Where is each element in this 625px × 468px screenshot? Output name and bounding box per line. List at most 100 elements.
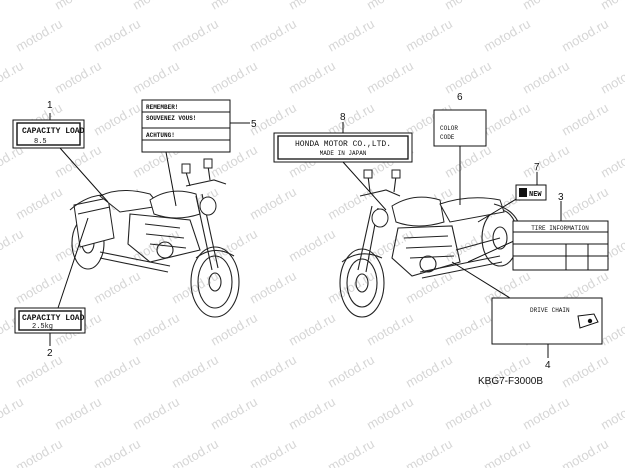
watermark-text: motod.ru [442,58,494,97]
watermark-text: motod.ru [169,352,221,391]
watermark-text: motod.ru [481,436,533,468]
callout-3: 3 [558,192,564,203]
watermark-text: motod.ru [559,352,611,391]
watermark-text: motod.ru [247,436,299,468]
callout-5: 5 [251,119,257,130]
watermark-text: motod.ru [598,0,625,13]
honda-label: HONDA MOTOR CO.,LTD. MADE IN JAPAN [273,132,413,163]
watermark-text: motod.ru [130,58,182,97]
watermark-text: motod.ru [13,16,65,55]
watermark-text: motod.ru [208,310,260,349]
callout-8: 8 [340,112,346,123]
left-motorcycle [69,158,240,318]
callout-6: 6 [457,92,463,103]
callout-2: 2 [47,348,53,359]
color-line-2: CODE [440,134,455,141]
watermark-text: motod.ru [520,142,572,181]
watermark-text: motod.ru [403,436,455,468]
watermark-text: motod.ru [208,0,260,13]
watermark-text: motod.ru [130,394,182,433]
watermark-text: motod.ru [442,142,494,181]
watermark-text: motod.ru [559,184,611,223]
caution-line-2: SOUVENEZ VOUS! [146,115,196,122]
watermark-text: motod.ru [481,16,533,55]
watermark-text: motod.ru [286,0,338,13]
honda-line-2: MADE IN JAPAN [320,150,367,157]
watermark-text: motod.ru [325,352,377,391]
watermark-text: motod.ru [598,394,625,433]
watermark-text: motod.ru [325,16,377,55]
right-motorcycle [339,169,521,318]
watermark-text: motod.ru [598,58,625,97]
watermark-text: motod.ru [559,16,611,55]
new-label: NEW [515,184,547,201]
watermark-text: motod.ru [247,184,299,223]
watermark-text: motod.ru [52,58,104,97]
watermark-text: motod.ru [247,16,299,55]
capacity-load-1-title: CAPACITY LOAD [22,127,85,136]
watermark-text: motod.ru [130,0,182,13]
watermark-text: motod.ru [0,58,26,97]
watermark-text: motod.ru [13,268,65,307]
honda-line-1: HONDA MOTOR CO.,LTD. [295,140,391,149]
watermark-text: motod.ru [0,394,26,433]
watermark-text: motod.ru [52,0,104,13]
capacity-load-2-title: CAPACITY LOAD [22,314,85,323]
watermark-text: motod.ru [520,58,572,97]
diagram-code: KBG7-F3000B [478,376,543,387]
tire-information-label: TIRE INFORMATION [512,220,609,271]
watermark-text: motod.ru [364,394,416,433]
watermark-text: motod.ru [325,436,377,468]
watermark-text: motod.ru [208,394,260,433]
callout-7: 7 [534,162,540,173]
watermark-text: motod.ru [286,226,338,265]
capacity-load-2-value: 2.5kg [32,323,53,331]
callout-numbers: 1 2 3 4 5 6 7 8 [47,92,564,371]
watermark-text: motod.ru [364,58,416,97]
watermark-text: motod.ru [520,0,572,13]
watermark-text: motod.ru [130,310,182,349]
watermark-text: motod.ru [364,226,416,265]
watermark-text: motod.ru [403,352,455,391]
watermark-text: motod.ru [13,184,65,223]
watermark-text: motod.ru [91,100,143,139]
watermark-text: motod.ru [286,394,338,433]
watermark-text: motod.ru [91,352,143,391]
watermark-text: motod.ru [559,100,611,139]
tire-information-title: TIRE INFORMATION [531,225,589,232]
caution-line-3: ACHTUNG! [146,132,175,139]
color-code-label: COLOR CODE [433,109,487,147]
drive-chain-label: DRIVE CHAIN [491,297,603,345]
watermark-text: motod.ru [52,394,104,433]
watermark-text: motod.ru [364,0,416,13]
watermark-text: motod.ru [442,0,494,13]
watermark-text: motod.ru [13,436,65,468]
new-label-text: NEW [529,191,542,199]
watermark-text: motod.ru [13,352,65,391]
callout-1: 1 [47,100,53,111]
drive-chain-title: DRIVE CHAIN [530,307,570,314]
watermark-text: motod.ru [520,394,572,433]
watermark-text: motod.ru [91,436,143,468]
watermark-text: motod.ru [481,100,533,139]
watermark-text: motod.ru [169,16,221,55]
watermark-text: motod.ru [559,436,611,468]
watermark-text: motod.ru [598,142,625,181]
watermark-text: motod.ru [247,352,299,391]
callout-4: 4 [545,360,551,371]
watermark-text: motod.ru [91,268,143,307]
capacity-load-label-1: CAPACITY LOAD 8.5 [12,119,85,149]
caution-line-1: REMEMBER! [146,104,178,111]
watermark-text: motod.ru [0,0,26,13]
watermark-text: motod.ru [286,58,338,97]
watermark-text: motod.ru [364,310,416,349]
watermark-text: motod.ru [403,268,455,307]
caution-label: REMEMBER! SOUVENEZ VOUS! ACHTUNG! [141,99,231,153]
watermark-text: motod.ru [247,268,299,307]
watermark-text: motod.ru [442,310,494,349]
capacity-load-1-value: 8.5 [34,138,47,146]
watermark-text: motod.ru [0,226,26,265]
watermark-text: motod.ru [91,16,143,55]
watermark-text: motod.ru [286,310,338,349]
